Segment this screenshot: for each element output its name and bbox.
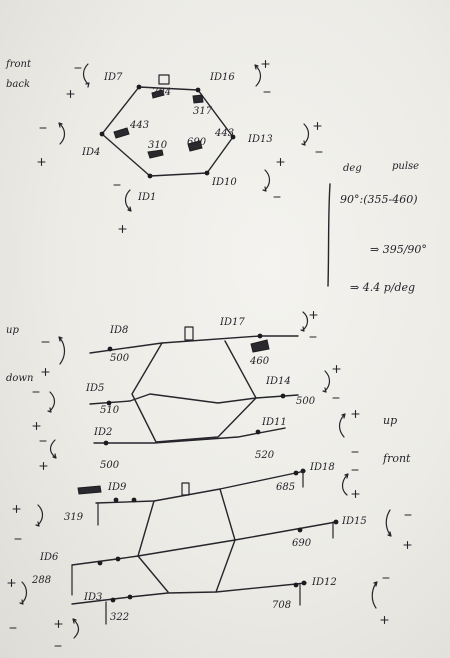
value-319: 319 [64,512,84,523]
calc-deg-label: deg [343,163,362,174]
label-id10: ID10 [212,177,237,188]
label-id4: ID4 [82,147,101,158]
label-id14: ID14 [266,376,291,387]
legend-up-right: up [383,414,398,427]
value-322: 322 [110,612,130,623]
value-460: 460 [250,356,270,367]
label-id8: ID8 [110,325,129,336]
label-id5: ID5 [86,383,105,394]
legend-back: back [6,79,31,90]
calc-line-3: ⇒ 4.4 p/deg [350,281,416,294]
label-id17: ID17 [220,317,245,328]
label-id18: ID18 [310,462,335,473]
value-510: 510 [100,405,120,416]
value-500-id14: 500 [296,396,316,407]
calc-pulse-label: pulse [392,161,420,172]
label-id2: ID2 [94,427,113,438]
label-id7: ID7 [104,72,123,83]
label-id3: ID3 [84,592,103,603]
value-310: 310 [148,140,168,151]
label-id6: ID6 [40,552,59,563]
value-520: 520 [255,450,275,461]
value-685: 685 [276,482,296,493]
top-view-diagram [37,59,323,234]
legend-front: front [6,59,31,70]
label-id13: ID13 [248,134,273,145]
legend-up: up [6,325,19,336]
calc-line-1: 90°:(355-460) [340,193,418,206]
legend-down: down [6,373,34,384]
label-id15: ID15 [342,516,367,527]
value-500-id2: 500 [100,460,120,471]
value-500-id8: 500 [110,353,130,364]
joint-dots [97,333,339,603]
value-708: 708 [272,600,292,611]
value-690-top: 690 [187,137,207,148]
label-id16: ID16 [210,72,235,83]
value-443-left: 443 [130,120,150,131]
value-288: 288 [32,575,52,586]
front-tab [158,74,170,85]
calc-block [327,183,331,287]
calc-line-2: ⇒ 395/90° [370,243,427,256]
value-443-right: 443 [215,128,235,139]
label-id12: ID12 [312,577,337,588]
label-id1: ID1 [138,192,157,203]
bottom-view-diagram [7,310,412,647]
label-id11: ID11 [262,417,287,428]
legend-front-right: front [383,452,411,465]
value-690-bottom: 690 [292,538,312,549]
value-704: 704 [152,87,172,98]
label-id9: ID9 [108,482,127,493]
value-317: 317 [193,106,213,117]
